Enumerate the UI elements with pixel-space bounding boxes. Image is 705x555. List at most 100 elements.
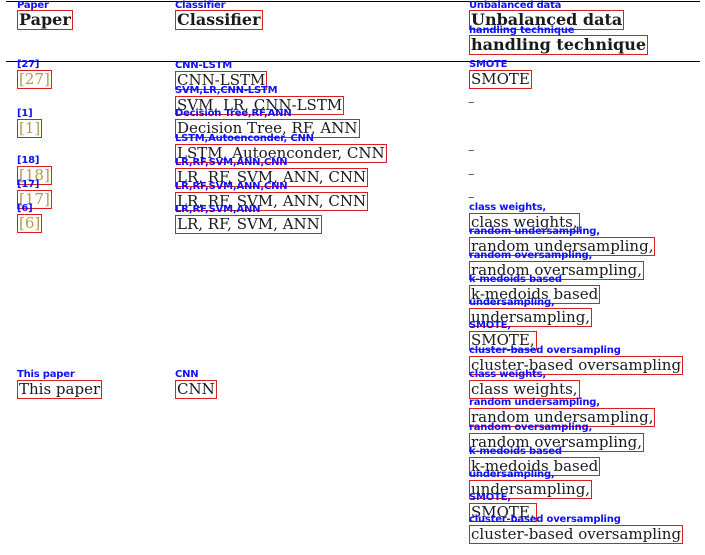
technique-b-4: k-medoids based k-medoids based bbox=[469, 446, 601, 476]
this-paper-classifier: CNN CNN bbox=[175, 370, 217, 399]
classifier-row-1-label: CNN-LSTM bbox=[175, 71, 268, 90]
ref-18-tag: [18] bbox=[17, 155, 40, 166]
technique-a-7-tag: cluster-based oversampling bbox=[469, 345, 621, 356]
classifier-row-7: LR,RF,SVM,ANN LR, RF, SVM, ANN bbox=[175, 205, 322, 234]
technique-a-4-label: k-medoids based bbox=[469, 285, 601, 304]
technique-a-1: class weights, class weights, bbox=[469, 203, 580, 232]
technique-a-2: random undersampling, random undersampli… bbox=[469, 227, 656, 256]
classifier-row-2-label: SVM, LR, CNN-LSTM bbox=[175, 96, 345, 115]
technique-b-1-tag: class weights, bbox=[469, 369, 546, 380]
technique-b-2-label: random undersampling, bbox=[469, 408, 656, 427]
technique-a-6: SMOTE, SMOTE, bbox=[469, 321, 537, 350]
ref-27-label: [27] bbox=[17, 70, 52, 89]
classifier-row-4-label: LSTM, Autoenconder, CNN bbox=[175, 144, 387, 163]
classifier-row-3-tag: Decision Tree,RF,ANN bbox=[175, 108, 292, 119]
technique-b-6: SMOTE, SMOTE, bbox=[469, 493, 537, 522]
technique-a-4-tag: k-medoids based bbox=[469, 274, 562, 285]
classifier-row-2-tag: SVM,LR,CNN-LSTM bbox=[175, 85, 278, 96]
technique-a-5-label: undersampling, bbox=[469, 308, 593, 327]
technique-b-4-tag: k-medoids based bbox=[469, 446, 562, 457]
technique-b-3-label: random oversampling, bbox=[469, 433, 645, 452]
ref-6-label: [6] bbox=[17, 214, 43, 233]
header-classifier: Classifier Classifier bbox=[175, 1, 263, 30]
technique-a-3-label: random oversampling, bbox=[469, 261, 645, 280]
header-technique-tag-2: handling technique bbox=[469, 25, 575, 36]
technique-b-4-label: k-medoids based bbox=[469, 457, 601, 476]
ref-18: [18] [18] bbox=[17, 156, 52, 185]
ref-17-tag: [17] bbox=[17, 179, 40, 190]
classifier-row-1: CNN-LSTM CNN-LSTM bbox=[175, 60, 268, 90]
technique-a-4: k-medoids based k-medoids based bbox=[469, 274, 601, 304]
technique-b-2-tag: random undersampling, bbox=[469, 397, 600, 408]
table-top-rule bbox=[6, 1, 700, 2]
technique-b-1-label: class weights, bbox=[469, 380, 580, 399]
technique-row-5-dash: – bbox=[468, 167, 475, 182]
technique-b-5-tag: undersampling, bbox=[469, 469, 555, 480]
classifier-row-1-tag: CNN-LSTM bbox=[175, 60, 232, 71]
technique-b-3-tag: random oversampling, bbox=[469, 422, 593, 433]
technique-b-6-label: SMOTE, bbox=[469, 503, 537, 522]
classifier-row-4-tag: LSTM,Autoenconder, CNN bbox=[175, 133, 314, 144]
technique-row-2-dash: – bbox=[468, 95, 475, 110]
ref-17: [17] [17] bbox=[17, 180, 52, 209]
technique-a-7-label: cluster-based oversampling bbox=[469, 356, 684, 375]
technique-a-7: cluster-based oversampling cluster-based… bbox=[469, 345, 684, 375]
classifier-row-6-label: LR, RF, SVM, ANN, CNN bbox=[175, 192, 369, 211]
classifier-row-2: SVM,LR,CNN-LSTM SVM, LR, CNN-LSTM bbox=[175, 85, 345, 115]
ref-1-tag: [1] bbox=[17, 108, 33, 119]
this-paper-classifier-tag: CNN bbox=[175, 369, 199, 380]
ref-27: [27] [27] bbox=[17, 60, 52, 89]
technique-b-7-label: cluster-based oversampling bbox=[469, 525, 684, 544]
technique-a-6-tag: SMOTE, bbox=[469, 320, 511, 331]
technique-row-4-dash: – bbox=[468, 143, 475, 158]
classifier-row-3-label: Decision Tree, RF, ANN bbox=[175, 119, 360, 138]
header-technique-tag-1: Unbalanced data bbox=[469, 0, 562, 11]
technique-row-1: SMOTE SMOTE bbox=[469, 60, 532, 89]
technique-b-7-tag: cluster-based oversampling bbox=[469, 514, 621, 525]
ref-1-label: [1] bbox=[17, 119, 43, 138]
table-header-rule bbox=[6, 61, 700, 62]
technique-a-5: undersampling, undersampling, bbox=[469, 297, 593, 327]
header-paper-label: Paper bbox=[17, 10, 73, 30]
technique-b-5-label: undersampling, bbox=[469, 480, 593, 499]
ref-6-tag: [6] bbox=[17, 203, 33, 214]
classifier-row-3: Decision Tree,RF,ANN Decision Tree, RF, … bbox=[175, 109, 360, 138]
classifier-row-6: LR,RF,SVM,ANN,CNN LR, RF, SVM, ANN, CNN bbox=[175, 181, 369, 211]
header-classifier-tag: Classifier bbox=[175, 0, 226, 11]
technique-a-6-label: SMOTE, bbox=[469, 331, 537, 350]
technique-a-3-tag: random oversampling, bbox=[469, 250, 593, 261]
technique-a-5-tag: undersampling, bbox=[469, 297, 555, 308]
technique-row-1-tag: SMOTE bbox=[469, 59, 508, 70]
technique-b-7: cluster-based oversampling cluster-based… bbox=[469, 514, 684, 544]
header-technique-line2: handling technique handling technique bbox=[469, 25, 649, 55]
this-paper-classifier-label: CNN bbox=[175, 380, 217, 399]
ref-27-tag: [27] bbox=[17, 59, 40, 70]
technique-b-6-tag: SMOTE, bbox=[469, 492, 511, 503]
technique-a-1-label: class weights, bbox=[469, 213, 580, 232]
header-technique-label-1: Unbalanced data bbox=[469, 10, 625, 30]
this-paper-ref-label: This paper bbox=[17, 380, 103, 399]
classifier-row-7-label: LR, RF, SVM, ANN bbox=[175, 215, 322, 234]
classifier-row-6-tag: LR,RF,SVM,ANN,CNN bbox=[175, 181, 288, 192]
technique-row-1-label: SMOTE bbox=[469, 70, 532, 89]
classifier-row-4: LSTM,Autoenconder, CNN LSTM, Autoenconde… bbox=[175, 134, 387, 163]
technique-b-2: random undersampling, random undersampli… bbox=[469, 397, 656, 427]
technique-row-6-dash: – bbox=[468, 190, 475, 205]
header-paper-tag: Paper bbox=[17, 0, 49, 11]
this-paper-ref: This paper This paper bbox=[17, 369, 103, 399]
technique-a-3: random oversampling, random oversampling… bbox=[469, 250, 645, 280]
ref-6: [6] [6] bbox=[17, 203, 43, 233]
classifier-row-7-tag: LR,RF,SVM,ANN bbox=[175, 204, 261, 215]
classifier-row-5-label: LR, RF, SVM, ANN, CNN bbox=[175, 168, 369, 187]
this-paper-ref-tag: This paper bbox=[17, 369, 75, 380]
header-technique-label-2: handling technique bbox=[469, 35, 649, 55]
technique-b-1: class weights, class weights, bbox=[469, 370, 580, 399]
ref-1: [1] [1] bbox=[17, 108, 43, 138]
classifier-row-5-tag: LR,RF,SVM,ANN,CNN bbox=[175, 157, 288, 168]
header-technique-line1: Unbalanced data Unbalanced data bbox=[469, 0, 625, 30]
header-classifier-label: Classifier bbox=[175, 10, 263, 30]
header-paper: Paper Paper bbox=[17, 1, 73, 30]
technique-b-5: undersampling, undersampling, bbox=[469, 469, 593, 499]
classifier-row-5: LR,RF,SVM,ANN,CNN LR, RF, SVM, ANN, CNN bbox=[175, 157, 369, 187]
